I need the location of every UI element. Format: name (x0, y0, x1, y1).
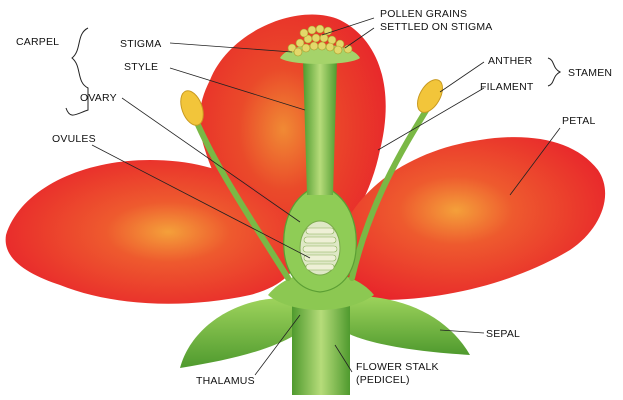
left-petal (5, 160, 301, 304)
right-anther (417, 79, 443, 113)
stamen-label: STAMEN (568, 67, 612, 79)
filament-label: FILAMENT (480, 81, 534, 93)
ovules (299, 220, 341, 276)
right-sepal (339, 296, 470, 355)
pollen-label-line2: SETTLED ON STIGMA (380, 21, 493, 33)
left-anther (180, 90, 204, 126)
leader-lines (91, 17, 561, 376)
style-label: STYLE (124, 61, 158, 73)
stamen-brace (547, 57, 562, 87)
right-petal (334, 137, 606, 300)
ovary-label: OVARY (80, 92, 117, 104)
stigma-label: STIGMA (120, 38, 161, 50)
carpel-label: CARPEL (16, 36, 59, 48)
anther-label: ANTHER (488, 55, 533, 67)
petal-label: PETAL (562, 115, 595, 127)
left-sepal (180, 298, 300, 368)
left-filament (192, 115, 291, 281)
pollen-label-line1: POLLEN GRAINS (380, 8, 467, 20)
sepal-label: SEPAL (486, 328, 520, 340)
flower-stalk (292, 300, 350, 395)
ovules-label: OVULES (52, 133, 96, 145)
stalk-label-line2: (PEDICEL) (356, 374, 410, 386)
stalk-label-line1: FLOWER STALK (356, 361, 439, 373)
pollen-grains (287, 24, 353, 57)
thalamus-label: THALAMUS (196, 375, 255, 387)
style (303, 60, 337, 195)
right-filament (349, 101, 433, 281)
carpel-brace (65, 27, 89, 116)
